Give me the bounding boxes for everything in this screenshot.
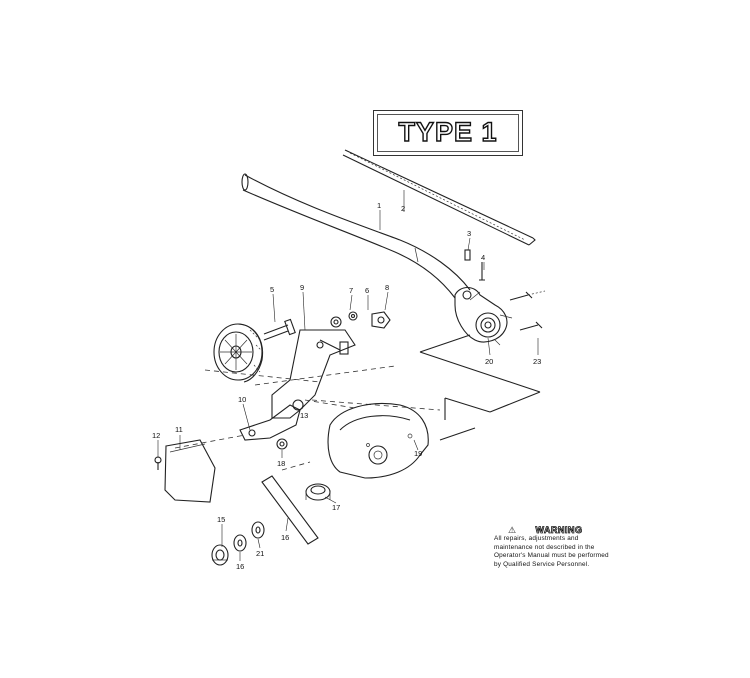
callout-6: 6 <box>365 286 369 295</box>
callout-1: 1 <box>377 201 381 210</box>
type-label-box: TYPE 1 <box>373 110 523 156</box>
callout-2: 2 <box>401 204 405 213</box>
axle-bolt-part <box>263 318 296 341</box>
callout-17: 21 <box>256 549 264 558</box>
warning-note: ⚠ WARNING All repairs, adjustments and m… <box>494 525 614 570</box>
knob-8-part <box>371 311 391 329</box>
blade-guard-part <box>327 402 429 479</box>
callout-10: 10 <box>238 395 246 404</box>
washer-7-part <box>330 316 342 328</box>
gear-head-part <box>454 286 513 346</box>
callout-23: 23 <box>533 357 541 366</box>
type-label: TYPE 1 <box>398 116 498 147</box>
wheel-part <box>213 323 264 383</box>
blade-nut-part <box>211 544 229 566</box>
warning-heading: WARNING <box>535 525 583 536</box>
washer-16-part <box>233 534 247 552</box>
deflector-part <box>164 439 216 503</box>
handle-tube-part <box>241 173 471 299</box>
callout-9: 9 <box>300 283 304 292</box>
callout-7: 7 <box>349 286 353 295</box>
leader-lines <box>157 190 539 561</box>
cable-part <box>342 149 536 246</box>
callout-15: 15 <box>217 515 225 524</box>
side-bolts-part <box>509 290 546 331</box>
callout-11: 11 <box>175 425 183 434</box>
callout-16-washer: 16 <box>236 562 244 571</box>
callout-19: 17 <box>332 503 340 512</box>
blade-adapter-part <box>305 483 331 501</box>
alignment-lines <box>174 365 441 471</box>
bolt-12-part <box>154 456 162 470</box>
callout-16-blade: 16 <box>281 533 289 542</box>
guide-lines <box>419 334 541 441</box>
pin-part <box>464 249 485 281</box>
callout-8: 8 <box>385 283 389 292</box>
warning-body: All repairs, adjustments and maintenance… <box>494 535 609 569</box>
callout-12: 12 <box>152 431 160 440</box>
callout-20: 19 <box>414 449 422 458</box>
bracket-part <box>271 329 356 419</box>
callout-3: 3 <box>467 229 471 238</box>
callout-21: 20 <box>485 357 493 366</box>
callout-labels: 1 2 3 4 5 9 7 6 8 20 23 10 13 11 12 18 1… <box>152 201 541 571</box>
warning-triangle-icon: ⚠ <box>508 525 517 535</box>
callout-4: 4 <box>481 253 485 262</box>
blade-part <box>261 475 319 545</box>
nut-18-part <box>276 438 288 450</box>
nut-6-part <box>348 311 358 321</box>
callout-5: 5 <box>270 285 274 294</box>
callout-13: 13 <box>300 411 308 420</box>
washer-17-part <box>251 521 265 539</box>
callout-18: 18 <box>277 459 285 468</box>
